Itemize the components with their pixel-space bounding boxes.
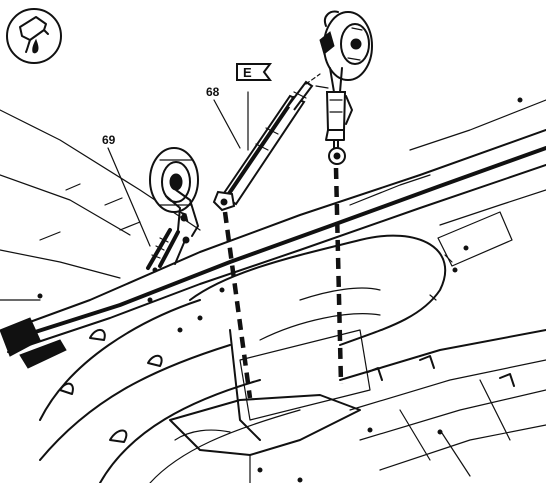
oil-can-icon: [6, 8, 62, 64]
flag-callout: E: [236, 63, 272, 81]
installation-guide-lines: [222, 167, 344, 399]
flag-letter: E: [243, 65, 252, 80]
removed-drag-brace-68: [212, 73, 321, 212]
callout-69: 69: [102, 133, 116, 147]
callout-68: 68: [206, 85, 220, 99]
callouts: 69 68 E: [102, 63, 272, 147]
removed-landing-gear-assembly: [315, 10, 373, 165]
installed-landing-gear-69: [107, 147, 199, 270]
aircraft-fuselage: [0, 97, 546, 483]
